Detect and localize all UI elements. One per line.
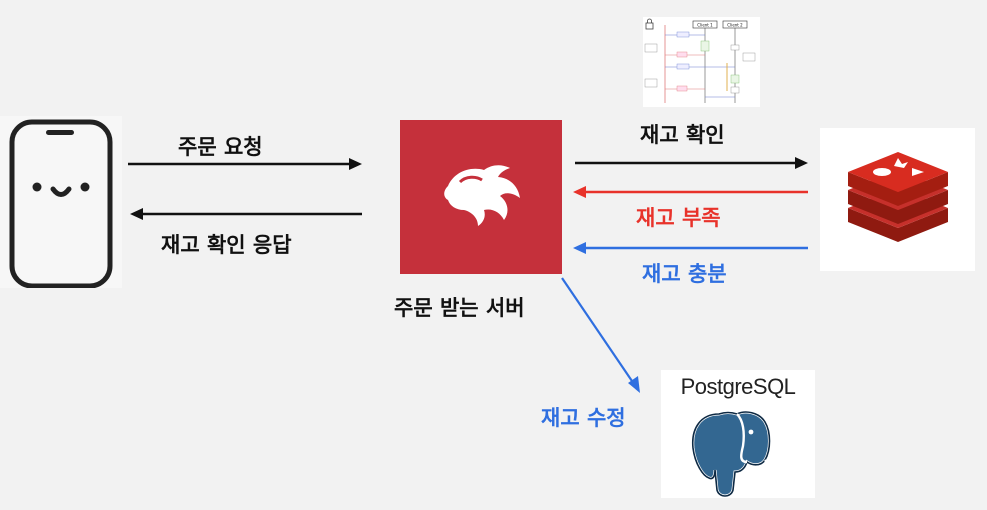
stock-short-arrow	[573, 186, 808, 198]
order-request-label: 주문 요청	[178, 135, 263, 159]
update-stock-label: 재고 수정	[541, 406, 626, 430]
postgresql-card: PostgreSQL	[661, 370, 815, 498]
nestjs-logo-icon	[444, 165, 520, 226]
stock-response-arrow	[130, 208, 362, 220]
postgresql-logo-text: PostgreSQL	[680, 374, 796, 399]
order-server-label: 주문 받는 서버	[394, 296, 525, 320]
client-phone-card	[0, 116, 122, 289]
stock-short-label: 재고 부족	[636, 206, 721, 230]
check-stock-arrow	[575, 157, 808, 169]
lock-icon	[645, 18, 654, 30]
order-request-arrow	[128, 158, 362, 170]
thumbnail-client-2-text: Client 2	[727, 23, 743, 28]
postgresql-elephant-icon	[691, 410, 779, 498]
check-stock-label: 재고 확인	[640, 123, 725, 147]
stock-enough-label: 재고 충분	[642, 262, 727, 286]
stock-enough-arrow	[573, 242, 808, 254]
order-server-nestjs-box	[400, 120, 562, 274]
stock-check-response-label: 재고 확인 응답	[161, 233, 292, 257]
redis-card	[820, 128, 975, 271]
phone-icon	[9, 119, 113, 289]
update-stock-arrow	[561, 277, 640, 393]
sequence-diagram-thumbnail: Client 1 Client 2	[643, 17, 760, 107]
thumbnail-drawing: Client 1 Client 2	[644, 18, 756, 103]
redis-logo-icon	[848, 152, 948, 242]
thumbnail-client-1-text: Client 1	[697, 23, 713, 28]
